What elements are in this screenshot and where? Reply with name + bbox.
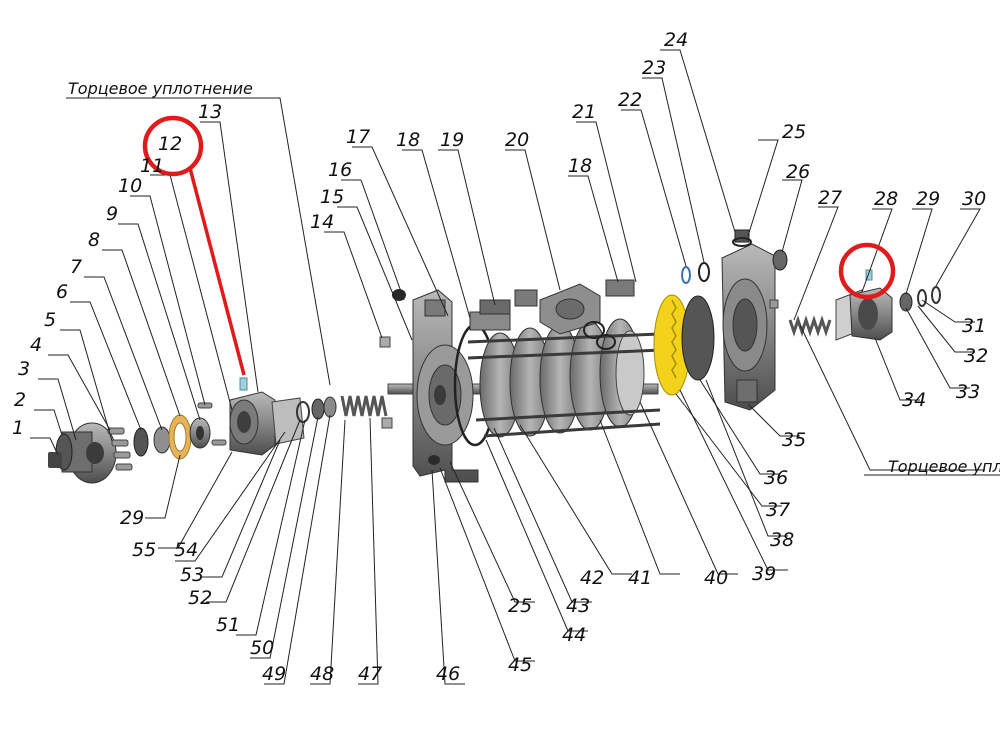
label-48: 48 <box>310 663 334 685</box>
label-14: 14 <box>310 211 334 233</box>
right-housing-part <box>721 229 788 411</box>
small-rings-part <box>296 396 337 423</box>
label-12: 12 <box>158 133 182 155</box>
label-29a: 29 <box>120 507 144 529</box>
label-51: 51 <box>216 614 240 636</box>
label-16: 16 <box>328 159 352 181</box>
parts-group <box>48 229 941 484</box>
seal-spring-part <box>340 395 388 417</box>
spacer-ring-part <box>133 427 149 457</box>
label-2: 2 <box>14 389 26 411</box>
highlight-circle-left <box>142 115 204 177</box>
o-ring-part <box>681 266 691 284</box>
right-ring-part <box>931 286 941 304</box>
label-52: 52 <box>188 587 212 609</box>
label-54: 54 <box>174 539 198 561</box>
label-42: 42 <box>580 567 604 589</box>
label-31: 31 <box>962 315 986 337</box>
label-13: 13 <box>198 101 222 123</box>
label-50: 50 <box>250 637 274 659</box>
highlight-circle-right <box>838 242 896 300</box>
collar-part <box>153 426 171 454</box>
housing-gasket-part <box>271 397 305 445</box>
label-15: 15 <box>320 186 344 208</box>
label-30: 30 <box>962 188 986 210</box>
label-43: 43 <box>566 595 590 617</box>
label-10: 10 <box>118 175 142 197</box>
right-bearing-cover-part <box>849 269 893 341</box>
label-45: 45 <box>508 654 532 676</box>
label-17: 17 <box>346 126 370 148</box>
label-38: 38 <box>770 529 794 551</box>
label-44: 44 <box>562 624 586 646</box>
label-32: 32 <box>964 345 988 367</box>
o-ring-part <box>698 262 710 282</box>
bolt-set-part <box>107 427 133 471</box>
label-4: 4 <box>30 334 42 356</box>
label-underlines <box>66 97 1000 476</box>
label-23: 23 <box>642 57 666 79</box>
label-46: 46 <box>436 663 460 685</box>
bearing-part <box>189 402 227 449</box>
label-9: 9 <box>106 203 118 225</box>
part-labels: Торцевое уплотнение Торцевое упл 1 2 3 4… <box>12 29 1000 685</box>
label-47: 47 <box>358 663 382 685</box>
label-18a: 18 <box>396 129 420 151</box>
label-53: 53 <box>180 564 204 586</box>
wear-ring-part <box>681 295 715 381</box>
label-28: 28 <box>874 188 898 210</box>
label-6: 6 <box>56 281 68 303</box>
title-right-seal: Торцевое упл <box>888 457 1000 476</box>
label-34: 34 <box>902 389 926 411</box>
label-25b: 25 <box>508 595 532 617</box>
label-37: 37 <box>766 499 790 521</box>
label-55: 55 <box>132 539 156 561</box>
right-ring-part <box>917 289 927 307</box>
label-41: 41 <box>628 567 652 589</box>
label-11: 11 <box>140 155 164 177</box>
label-21: 21 <box>572 101 596 123</box>
label-24: 24 <box>664 29 688 51</box>
label-29b: 29 <box>916 188 940 210</box>
label-5: 5 <box>44 309 56 331</box>
label-8: 8 <box>88 229 100 251</box>
label-27: 27 <box>818 187 842 209</box>
coupling-part <box>48 422 117 484</box>
title-left-seal: Торцевое уплотнение <box>68 79 253 98</box>
bearing-housing-part <box>229 377 276 456</box>
label-1: 1 <box>12 417 24 439</box>
label-22: 22 <box>618 89 642 111</box>
label-33: 33 <box>956 381 980 403</box>
label-39: 39 <box>752 563 776 585</box>
label-20: 20 <box>505 129 529 151</box>
stage-stack-part <box>467 279 663 438</box>
label-25a: 25 <box>782 121 806 143</box>
gasket-part <box>168 414 192 460</box>
label-36: 36 <box>764 467 788 489</box>
label-26: 26 <box>786 161 810 183</box>
label-19: 19 <box>440 129 464 151</box>
label-35: 35 <box>782 429 806 451</box>
label-7: 7 <box>70 256 82 278</box>
label-18b: 18 <box>568 155 592 177</box>
right-seal-spring-part <box>788 315 832 337</box>
nut-part <box>379 336 391 348</box>
highlight-annotations <box>142 115 896 376</box>
label-3: 3 <box>18 358 30 380</box>
highlight-pointer-line <box>188 167 246 376</box>
label-40: 40 <box>704 567 728 589</box>
leader-lines <box>30 49 985 685</box>
label-49: 49 <box>262 663 286 685</box>
nut-part <box>381 417 393 429</box>
